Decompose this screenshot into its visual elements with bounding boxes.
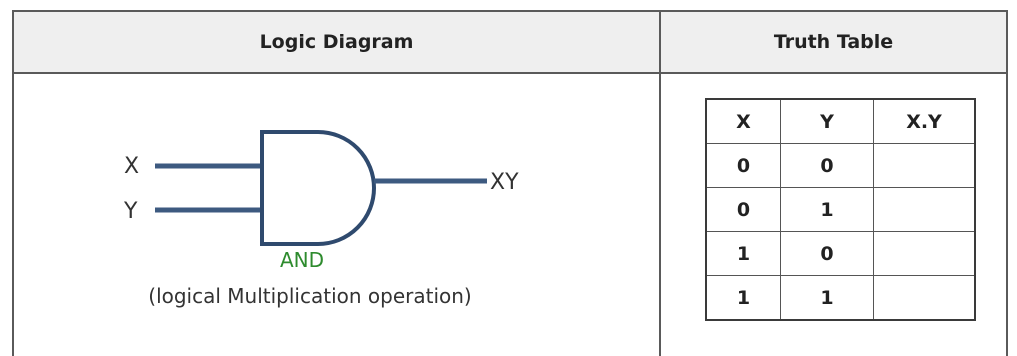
header-row <box>14 12 1006 74</box>
truth-table: X Y X.Y 0 0 0 1 1 0 1 1 <box>705 98 976 321</box>
table-cell: 0 <box>780 143 874 188</box>
table-cell: 1 <box>705 275 781 321</box>
and-gate-symbol <box>260 130 376 246</box>
table-row: 1 0 <box>705 231 976 276</box>
gate-description: (logical Multiplication operation) <box>148 284 472 308</box>
table-cell: 0 <box>705 143 781 188</box>
table-cell: 1 <box>780 275 874 321</box>
table-row: 0 0 <box>705 143 976 188</box>
table-cell <box>873 143 976 188</box>
output-label: XY <box>490 170 519 195</box>
input-label-y: Y <box>123 199 138 224</box>
diagram-frame: Logic Diagram Truth Table <box>12 10 1008 356</box>
table-cell <box>873 275 976 321</box>
table-cell: 0 <box>780 231 874 276</box>
and-gate-diagram: X Y XY <box>123 130 519 246</box>
table-cell <box>873 187 976 232</box>
column-header: Y <box>780 98 874 144</box>
table-cell: 0 <box>705 187 781 232</box>
table-cell <box>873 231 976 276</box>
column-header: X <box>705 98 781 144</box>
table-row: 1 1 <box>705 275 976 321</box>
table-cell: 1 <box>705 231 781 276</box>
table-cell: 1 <box>780 187 874 232</box>
logic-diagram-heading: Logic Diagram <box>259 31 414 53</box>
truth-table-heading: Truth Table <box>773 31 894 53</box>
column-divider <box>659 12 661 356</box>
column-header: X.Y <box>873 98 976 144</box>
table-row: 0 1 <box>705 187 976 232</box>
input-label-x: X <box>124 154 139 179</box>
gate-name: AND <box>279 248 325 272</box>
table-header-row: X Y X.Y <box>705 98 976 144</box>
